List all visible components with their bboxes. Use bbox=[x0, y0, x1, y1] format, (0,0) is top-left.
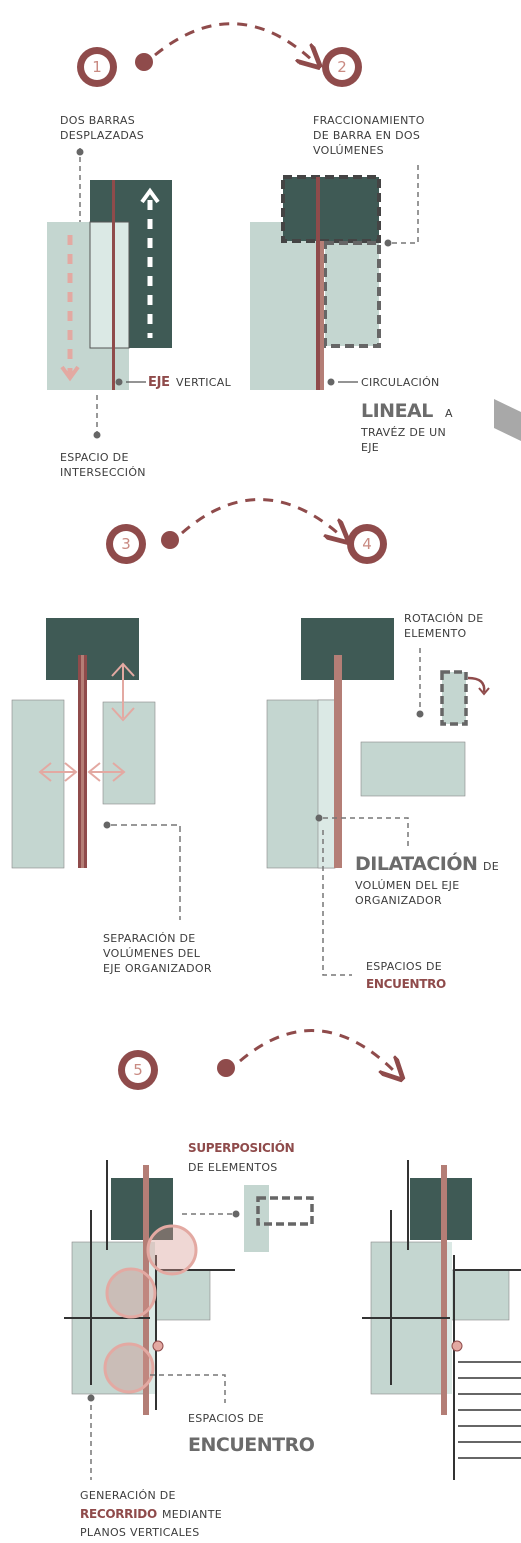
label-eje-2: EJE bbox=[361, 441, 379, 454]
label-rotacion: ROTACIÓN DE bbox=[404, 612, 484, 625]
label-espacios-de: ESPACIOS DE bbox=[366, 960, 442, 973]
step-number-3: 3 bbox=[121, 535, 131, 553]
flow-dot bbox=[161, 531, 179, 549]
label-espacio-de: ESPACIO DE bbox=[60, 451, 129, 464]
label-volumenes: VOLÚMENES bbox=[313, 144, 384, 157]
label-circulacion: CIRCULACIÓN bbox=[361, 376, 440, 389]
step-number-2: 2 bbox=[337, 58, 347, 76]
diagram-split-bar bbox=[250, 175, 381, 390]
step-badge-5: 5 bbox=[118, 1050, 158, 1090]
label-desplazadas: DESPLAZADAS bbox=[60, 129, 144, 142]
diagram-overlap-elements bbox=[244, 1185, 314, 1252]
diagram-dilatation bbox=[266, 618, 490, 869]
label-dilatacion-de: DE bbox=[483, 860, 499, 873]
label-planos: PLANOS VERTICALES bbox=[80, 1526, 200, 1539]
label-recorrido: RECORRIDO bbox=[80, 1507, 157, 1521]
flow-arrow bbox=[154, 22, 312, 60]
label-lineal: LINEAL bbox=[361, 400, 433, 422]
step-badge-1: 1 bbox=[77, 47, 117, 87]
side-wedge bbox=[494, 399, 521, 441]
label-encuentro-red: ENCUENTRO bbox=[366, 977, 446, 991]
diagram-two-bars bbox=[47, 180, 172, 390]
label-fraccionamiento: FRACCIONAMIENTO bbox=[313, 114, 425, 127]
flow-arrow bbox=[181, 498, 340, 535]
step-number-1: 1 bbox=[92, 58, 102, 76]
label-volumenes-del: VOLÚMENES DEL bbox=[103, 947, 201, 960]
label-generacion: GENERACIÓN DE bbox=[80, 1489, 176, 1502]
label-volumen-eje: VOLÚMEN DEL EJE bbox=[355, 879, 459, 892]
step-badge-4: 4 bbox=[347, 524, 387, 564]
label-organizador: ORGANIZADOR bbox=[355, 894, 442, 907]
step-badge-3: 3 bbox=[106, 524, 146, 564]
label-de-barra: DE BARRA EN DOS bbox=[313, 129, 420, 142]
flow-dot bbox=[217, 1059, 235, 1077]
step-number-4: 4 bbox=[362, 535, 372, 553]
diagram-final-state bbox=[362, 1160, 521, 1480]
label-mediante: MEDIANTE bbox=[162, 1508, 222, 1521]
label-eje-vertical: VERTICAL bbox=[176, 376, 232, 389]
label-encuentro-big: ENCUENTRO bbox=[188, 1434, 315, 1456]
flow-arrow bbox=[239, 1029, 395, 1072]
label-eje-word: EJE bbox=[148, 375, 170, 390]
diagram-separation bbox=[11, 618, 156, 869]
label-eje-organizador: EJE ORGANIZADOR bbox=[103, 962, 212, 975]
label-separacion: SEPARACIÓN DE bbox=[103, 932, 196, 945]
label-interseccion: INTERSECCIÓN bbox=[60, 466, 146, 479]
label-lineal-a: A bbox=[445, 407, 453, 420]
diagram-superposition bbox=[64, 1160, 235, 1415]
label-superposicion: SUPERPOSICIÓN bbox=[188, 1140, 294, 1155]
label-dos-barras: DOS BARRAS bbox=[60, 114, 135, 127]
label-dilatacion: DILATACIÓN bbox=[355, 851, 477, 875]
step-badge-2: 2 bbox=[322, 47, 362, 87]
flow-dot bbox=[135, 53, 153, 71]
label-de-elementos: DE ELEMENTOS bbox=[188, 1161, 278, 1174]
label-travez: TRAVÉZ DE UN bbox=[360, 426, 446, 439]
label-elemento: ELEMENTO bbox=[404, 627, 467, 640]
label-espacios-de-2: ESPACIOS DE bbox=[188, 1412, 264, 1425]
step-number-5: 5 bbox=[133, 1061, 143, 1079]
